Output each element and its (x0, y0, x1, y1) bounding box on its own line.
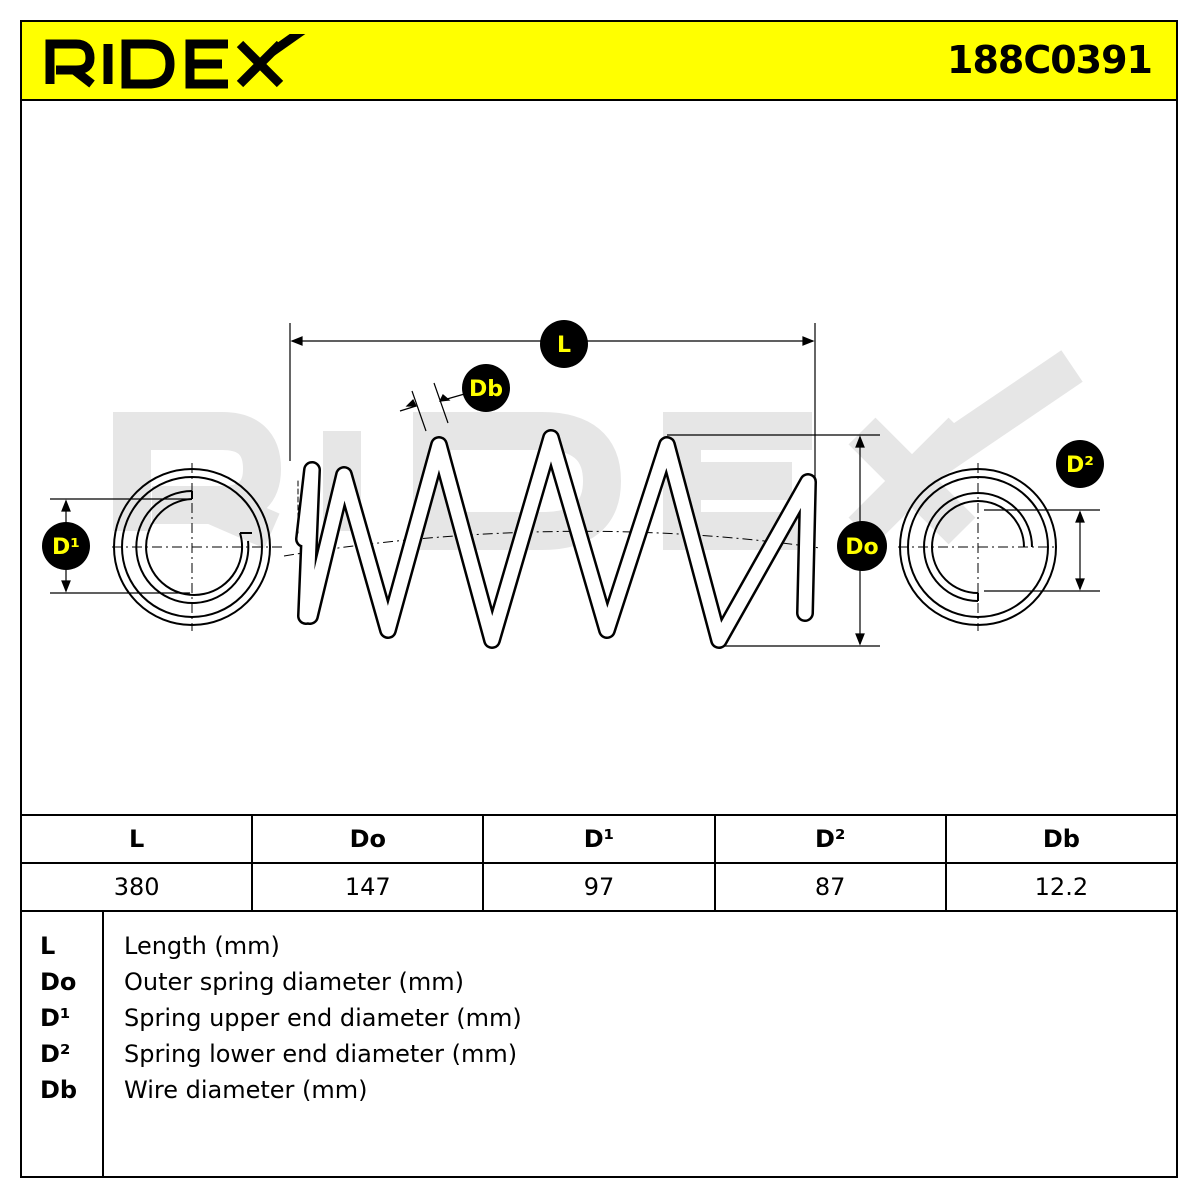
spring-end-view-upper (112, 463, 284, 631)
spec-header-L: L (19, 814, 254, 864)
legend: L Length (mm) Do Outer spring diameter (… (22, 912, 1176, 1176)
spec-header-Db: Db (944, 814, 1179, 864)
legend-row: Db Wire diameter (mm) (22, 1076, 1176, 1112)
legend-symbol: Db (40, 1076, 78, 1104)
ridex-logo (45, 34, 306, 89)
spec-value-Db: 12.2 (944, 862, 1179, 912)
spec-header-D1: D¹ (482, 814, 716, 864)
legend-description: Spring lower end diameter (mm) (124, 1040, 518, 1068)
legend-row: D¹ Spring upper end diameter (mm) (22, 1004, 1176, 1040)
badge-D2 (1056, 440, 1104, 488)
spring-side-view (295, 429, 817, 649)
badge-D1-text: D¹ (52, 535, 80, 560)
spec-value-Do: 147 (251, 862, 485, 912)
legend-description: Wire diameter (mm) (124, 1076, 368, 1104)
badge-Do-text: Do (845, 535, 878, 560)
badge-D1 (42, 522, 90, 570)
spec-table-header-row: L Do D¹ D² Db (19, 814, 1179, 864)
legend-symbol: Do (40, 968, 77, 996)
legend-description: Length (mm) (124, 932, 280, 960)
legend-row: Do Outer spring diameter (mm) (22, 968, 1176, 1004)
spec-header-D2: D² (713, 814, 947, 864)
legend-description: Outer spring diameter (mm) (124, 968, 465, 996)
part-number: 188C0391 (947, 38, 1153, 82)
spring-end-view-lower (898, 463, 1058, 631)
spec-header-Do: Do (251, 814, 485, 864)
badge-Db (462, 364, 510, 412)
spec-table: L Do D¹ D² Db 380 147 97 87 12.2 (19, 814, 1179, 912)
legend-divider (102, 912, 104, 1176)
spec-value-D1: 97 (482, 862, 716, 912)
legend-row: D² Spring lower end diameter (mm) (22, 1040, 1176, 1076)
ridex-watermark (113, 350, 1083, 550)
badge-L (540, 320, 588, 368)
legend-row: L Length (mm) (22, 932, 1176, 968)
header-bar: 188C0391 (22, 22, 1176, 101)
spring-drawing: L Db Do (42, 320, 1104, 649)
dimension-Do (667, 434, 880, 647)
spec-table-value-row: 380 147 97 87 12.2 (19, 862, 1179, 912)
product-sheet: 188C0391 L (19, 20, 1179, 1178)
badge-Db-text: Db (469, 377, 503, 402)
badge-L-text: L (557, 333, 571, 358)
spec-value-L: 380 (19, 862, 254, 912)
spec-value-D2: 87 (713, 862, 947, 912)
badge-D2-text: D² (1066, 453, 1094, 478)
legend-symbol: D¹ (40, 1004, 71, 1032)
centre-line (283, 530, 821, 557)
legend-symbol: L (40, 932, 56, 960)
badge-Do (837, 521, 887, 571)
dimension-Db (399, 382, 469, 432)
legend-description: Spring upper end diameter (mm) (124, 1004, 522, 1032)
dimension-D2 (984, 509, 1100, 592)
legend-symbol: D² (40, 1040, 71, 1068)
